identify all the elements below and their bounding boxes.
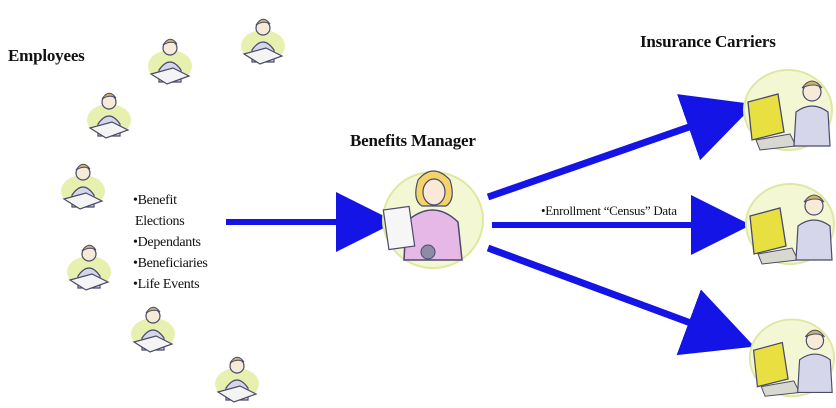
insurance-carriers-title: Insurance Carriers: [640, 32, 776, 51]
manager-to-carrier-3-arrow: [486, 244, 755, 356]
employee-data-list: •Benefit Elections •Dependants •Benefici…: [133, 190, 208, 295]
employee-icon: [215, 356, 259, 403]
list-item: •Life Events: [133, 277, 200, 292]
employee-icon: [131, 306, 175, 353]
census-data-label: •Enrollment “Census” Data: [541, 203, 677, 218]
benefits-manager-title: Benefits Manager: [350, 131, 476, 150]
list-item: Elections: [135, 214, 185, 229]
employee-icon: [241, 18, 285, 65]
insurance-carrier-icon: [748, 318, 836, 398]
list-item: •Beneficiaries: [133, 256, 208, 271]
employees-title: Employees: [8, 46, 85, 65]
manager-to-carrier-1-arrow: [486, 94, 755, 201]
employee-icon: [61, 163, 105, 210]
insurance-carrier-icon: [743, 69, 833, 151]
employee-icon: [148, 38, 192, 85]
list-item: •Dependants: [133, 235, 201, 250]
employee-icon: [67, 244, 111, 291]
list-item: •Benefit: [133, 193, 177, 208]
benefits-manager-icon: [382, 170, 484, 269]
employee-icon: [87, 92, 131, 139]
insurance-carrier-icon: [745, 183, 835, 265]
